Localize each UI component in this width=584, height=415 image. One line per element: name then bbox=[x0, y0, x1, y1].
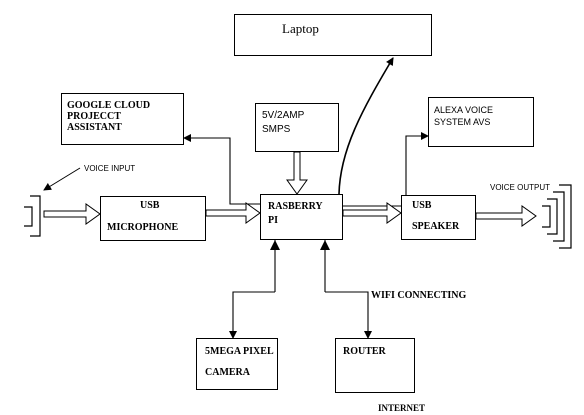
voice-input-label: VOICE INPUT bbox=[84, 164, 136, 173]
usb-speaker-block bbox=[401, 195, 476, 240]
smps-block bbox=[255, 103, 339, 152]
pi-router-elbow bbox=[325, 291, 372, 339]
alexa-pi-connector bbox=[336, 132, 429, 210]
google-cloud-block bbox=[61, 93, 184, 145]
speaker-output-hollow-arrow bbox=[475, 205, 537, 227]
alexa-block bbox=[428, 97, 534, 147]
google-cloud-label-line2: PROJECCT bbox=[67, 111, 121, 122]
pi-speaker-hollow-arrow bbox=[342, 202, 402, 224]
pi-router-head bbox=[320, 240, 330, 250]
camera-label-line2: CAMERA bbox=[205, 367, 250, 378]
mic-pi-hollow-arrow bbox=[205, 202, 261, 224]
raspberry-pi-label-line2: PI bbox=[268, 215, 278, 226]
camera-block bbox=[196, 338, 278, 390]
smps-label-line2: SMPS bbox=[262, 124, 291, 135]
voice-input-pointer bbox=[43, 167, 81, 191]
voice-input-source-icon bbox=[24, 195, 41, 237]
usb-microphone-block bbox=[100, 196, 206, 241]
alexa-label-line1: ALEXA VOICE bbox=[434, 105, 494, 115]
router-label: ROUTER bbox=[343, 346, 386, 357]
google-cloud-label-line3: ASSISTANT bbox=[67, 122, 122, 133]
input-mic-hollow-arrow bbox=[43, 203, 101, 225]
pi-camera-elbow bbox=[229, 291, 275, 339]
voice-output-sink-icon bbox=[542, 184, 572, 249]
laptop-block bbox=[234, 14, 432, 56]
google-pi-connector bbox=[183, 134, 267, 208]
raspberry-pi-block bbox=[260, 194, 343, 240]
usb-microphone-label-line1: USB bbox=[140, 200, 160, 211]
alexa-label-line2: SYSTEM AVS bbox=[434, 117, 491, 127]
laptop-label: Laptop bbox=[282, 21, 319, 36]
usb-microphone-label-line2: MICROPHONE bbox=[107, 222, 179, 233]
raspberry-pi-label-line1: RASBERRY bbox=[268, 201, 323, 212]
camera-label-line1: 5MEGA PIXEL bbox=[205, 346, 274, 357]
internet-label: INTERNET bbox=[378, 403, 426, 413]
smps-pi-hollow-arrow bbox=[286, 151, 308, 195]
usb-speaker-label-line2: SPEAKER bbox=[412, 221, 460, 232]
wifi-connecting-label: WIFI CONNECTING bbox=[371, 290, 467, 301]
laptop-pi-curve bbox=[334, 57, 394, 202]
google-cloud-label-line1: GOOGLE CLOUD bbox=[67, 100, 151, 111]
voice-output-label: VOICE OUTPUT bbox=[490, 183, 551, 192]
usb-speaker-label-line1: USB bbox=[412, 200, 432, 211]
router-block bbox=[335, 338, 415, 393]
pi-camera-head bbox=[270, 240, 280, 250]
smps-label-line1: 5V/2AMP bbox=[262, 110, 305, 121]
